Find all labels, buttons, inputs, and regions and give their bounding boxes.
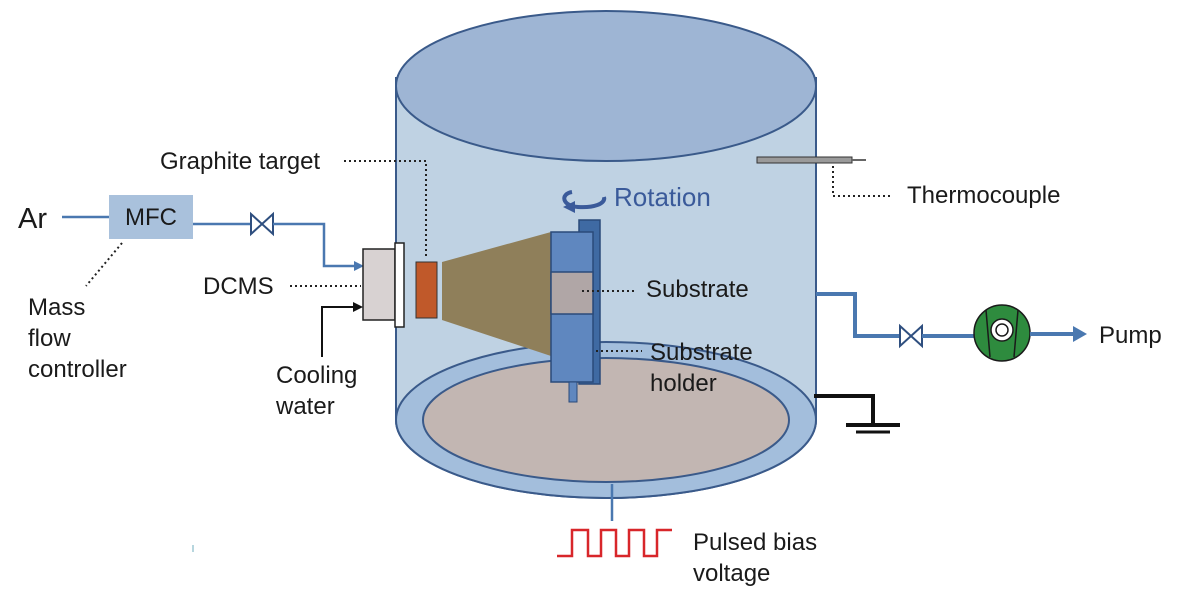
rotation-label: Rotation <box>614 182 711 212</box>
ground-icon <box>814 394 900 434</box>
pump-line <box>816 292 900 338</box>
pulsed-bias-label-line1: Pulsed bias <box>693 529 817 556</box>
gas-valve-icon <box>250 211 274 237</box>
graphite-target <box>415 261 438 319</box>
dcms-label: DCMS <box>203 273 274 300</box>
substrate-label: Substrate <box>646 276 749 303</box>
cooling-water-label-line2: water <box>275 393 335 420</box>
pump-outlet-arrowhead <box>1073 326 1087 342</box>
graphite-target-leader <box>344 160 427 259</box>
cooling-water-label-line1: Cooling <box>276 362 357 389</box>
gas-feed-line-2 <box>273 222 358 268</box>
mass-flow-label-line3: controller <box>28 356 127 383</box>
pulsed-bias-waveform <box>557 528 672 558</box>
artifact-mark <box>192 545 194 552</box>
cooling-water-arrowhead <box>353 302 363 312</box>
mass-flow-leader <box>85 242 123 287</box>
chamber-floor-plate <box>422 357 790 483</box>
gas-feed-arrowhead <box>354 261 364 271</box>
pump-label: Pump <box>1099 322 1162 349</box>
cooling-water-line <box>321 306 356 357</box>
mfc-box <box>109 195 193 239</box>
thermocouple-probe <box>756 156 853 164</box>
graphite-target-label: Graphite target <box>160 148 320 175</box>
mass-flow-label-line2: flow <box>28 325 71 352</box>
mfc-label: MFC <box>125 204 177 231</box>
dcms-flange <box>394 242 405 328</box>
plasma-plume <box>442 232 551 356</box>
mass-flow-label-line1: Mass <box>28 294 85 321</box>
thermocouple-leader <box>832 166 893 197</box>
ar-label: Ar <box>18 203 47 235</box>
rotation-arrow-icon <box>562 190 607 213</box>
pump-valve-icon <box>899 323 923 349</box>
pulsed-bias-label-line2: voltage <box>693 560 770 587</box>
thermocouple-label: Thermocouple <box>907 182 1060 209</box>
substrate-holder-label-line1: Substrate <box>650 339 753 366</box>
holder-shaft <box>568 381 578 403</box>
chamber-lid <box>395 10 817 162</box>
substrate-holder-label-line2: holder <box>650 370 717 397</box>
dcms-magnetron <box>362 248 396 321</box>
substrate <box>550 271 594 315</box>
pump-icon <box>973 304 1031 362</box>
